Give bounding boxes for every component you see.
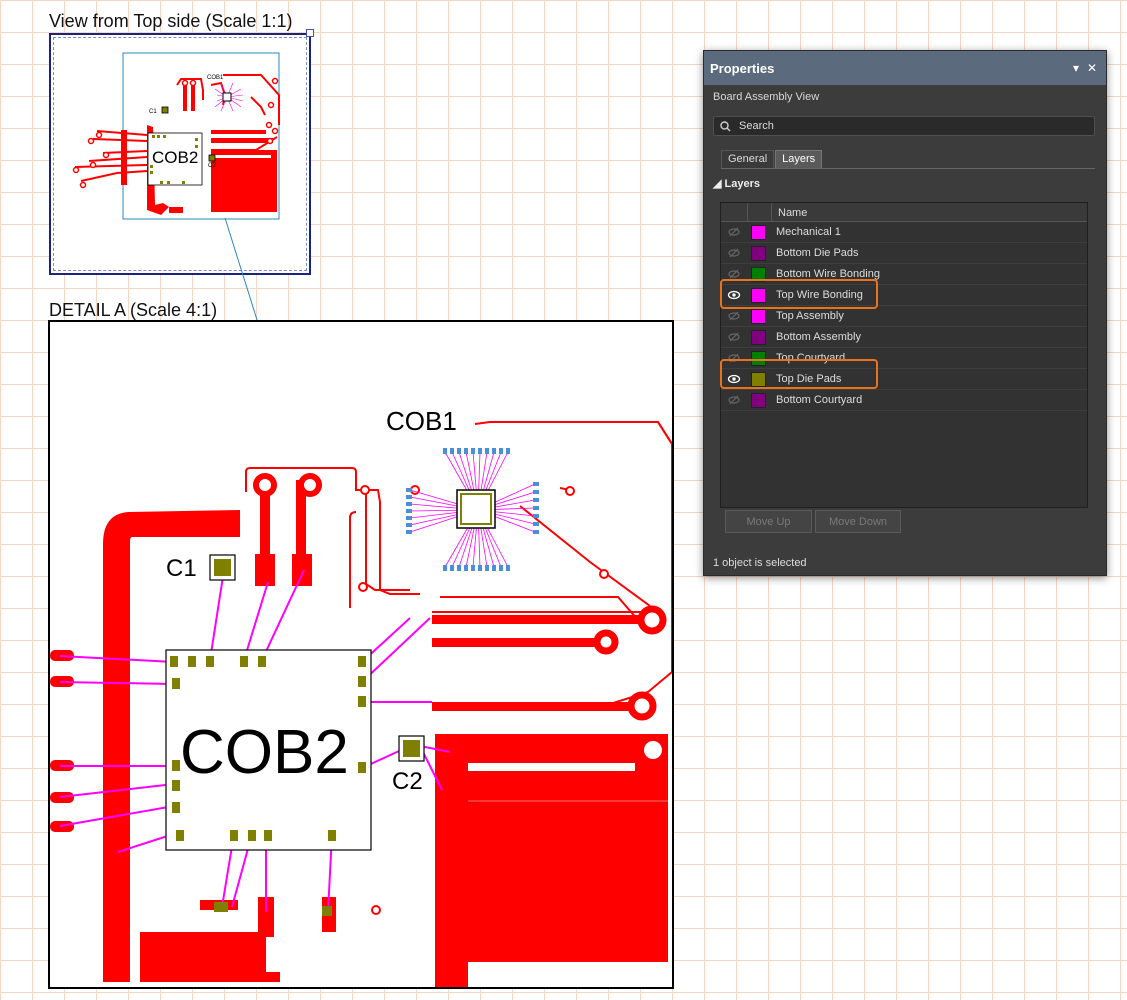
layer-row[interactable]: Top Wire Bonding [721,285,1087,306]
eye-hidden-icon[interactable] [727,267,741,281]
selection-handle[interactable] [306,29,314,37]
layer-name: Bottom Wire Bonding [776,268,880,280]
layer-row[interactable]: Top Die Pads [721,369,1087,390]
layer-color-swatch[interactable] [751,288,766,303]
close-icon[interactable]: ✕ [1086,61,1098,75]
layer-name: Top Wire Bonding [776,289,863,301]
detail-view-frame[interactable]: COB1 COB2 C1 C2 [48,320,674,989]
layer-name: Bottom Assembly [776,331,861,343]
eye-hidden-icon[interactable] [727,225,741,239]
eye-hidden-icon[interactable] [727,246,741,260]
layer-name: Bottom Courtyard [776,394,863,406]
c2-label: C2 [392,768,423,795]
move-up-button[interactable]: Move Up [725,510,812,533]
cob1-label: COB1 [386,406,457,436]
layer-row[interactable]: Bottom Die Pads [721,243,1087,264]
status-text: 1 object is selected [713,557,807,569]
cob1-pins [406,448,539,571]
layers-table-header: Name [721,203,1087,222]
tab-general[interactable]: General [721,150,775,168]
highlight-top-wire-bonding [720,279,878,309]
layer-row[interactable]: Bottom Assembly [721,327,1087,348]
section-title: Layers [724,178,761,190]
layer-color-swatch[interactable] [751,225,766,240]
top-view-board: COB1 COB2 C1 C2 [72,52,280,220]
cob2-die [165,649,372,851]
layer-row[interactable]: Bottom Wire Bonding [721,264,1087,285]
svg-text:COB2: COB2 [152,148,198,167]
layer-color-swatch[interactable] [751,330,766,345]
highlight-top-die-pads [720,359,878,389]
layers-section-header[interactable]: ◢ Layers [713,177,760,190]
layer-name: Mechanical 1 [776,226,841,238]
layer-name: Top Assembly [776,310,844,322]
svg-text:COB1: COB1 [207,75,224,81]
layer-name: Top Courtyard [776,352,846,364]
search-icon [720,120,731,131]
layer-name: Top Die Pads [776,373,842,385]
eye-hidden-icon[interactable] [727,330,741,344]
cob1-die [456,489,496,529]
collapse-triangle-icon[interactable]: ◢ [713,178,722,190]
layer-name: Bottom Die Pads [776,247,859,259]
layer-color-swatch[interactable] [751,246,766,261]
top-view-frame[interactable]: COB1 COB2 C1 C2 [49,33,311,275]
cob2-label: COB2 [180,718,349,787]
detail-leader-line [224,217,259,324]
layer-color-swatch[interactable] [751,351,766,366]
search-box[interactable] [713,116,1095,136]
layer-color-swatch[interactable] [751,393,766,408]
detail-view-board: COB1 COB2 C1 C2 [50,406,673,987]
c1-label: C1 [166,555,197,582]
layer-color-swatch[interactable] [751,372,766,387]
panel-tabs: General Layers [721,150,1095,169]
layer-color-swatch[interactable] [751,267,766,282]
eye-icon[interactable] [727,372,741,386]
eye-hidden-icon[interactable] [727,309,741,323]
layer-row[interactable]: Top Assembly [721,306,1087,327]
layer-color-swatch[interactable] [751,309,766,324]
layer-row[interactable]: Mechanical 1 [721,222,1087,243]
search-input[interactable] [737,119,1071,133]
eye-hidden-icon[interactable] [727,393,741,407]
cob2-die-pads [170,656,366,841]
move-down-button[interactable]: Move Down [815,510,901,533]
column-name-header: Name [778,207,808,219]
properties-panel[interactable]: Properties ▾ ✕ Board Assembly View Gener… [703,50,1107,576]
panel-subtitle: Board Assembly View [713,91,820,103]
top-view-label: View from Top side (Scale 1:1) [49,11,293,31]
eye-icon[interactable] [727,288,741,302]
detail-view-label: DETAIL A (Scale 4:1) [49,300,218,320]
layer-row[interactable]: Top Courtyard [721,348,1087,369]
svg-text:C1: C1 [149,109,157,115]
layer-row[interactable]: Bottom Courtyard [721,390,1087,411]
panel-title: Properties [710,60,775,76]
pin-down-icon[interactable]: ▾ [1072,61,1080,75]
panel-title-bar[interactable]: Properties ▾ ✕ [704,51,1106,85]
tab-layers[interactable]: Layers [775,150,823,168]
svg-text:C2: C2 [208,163,216,169]
